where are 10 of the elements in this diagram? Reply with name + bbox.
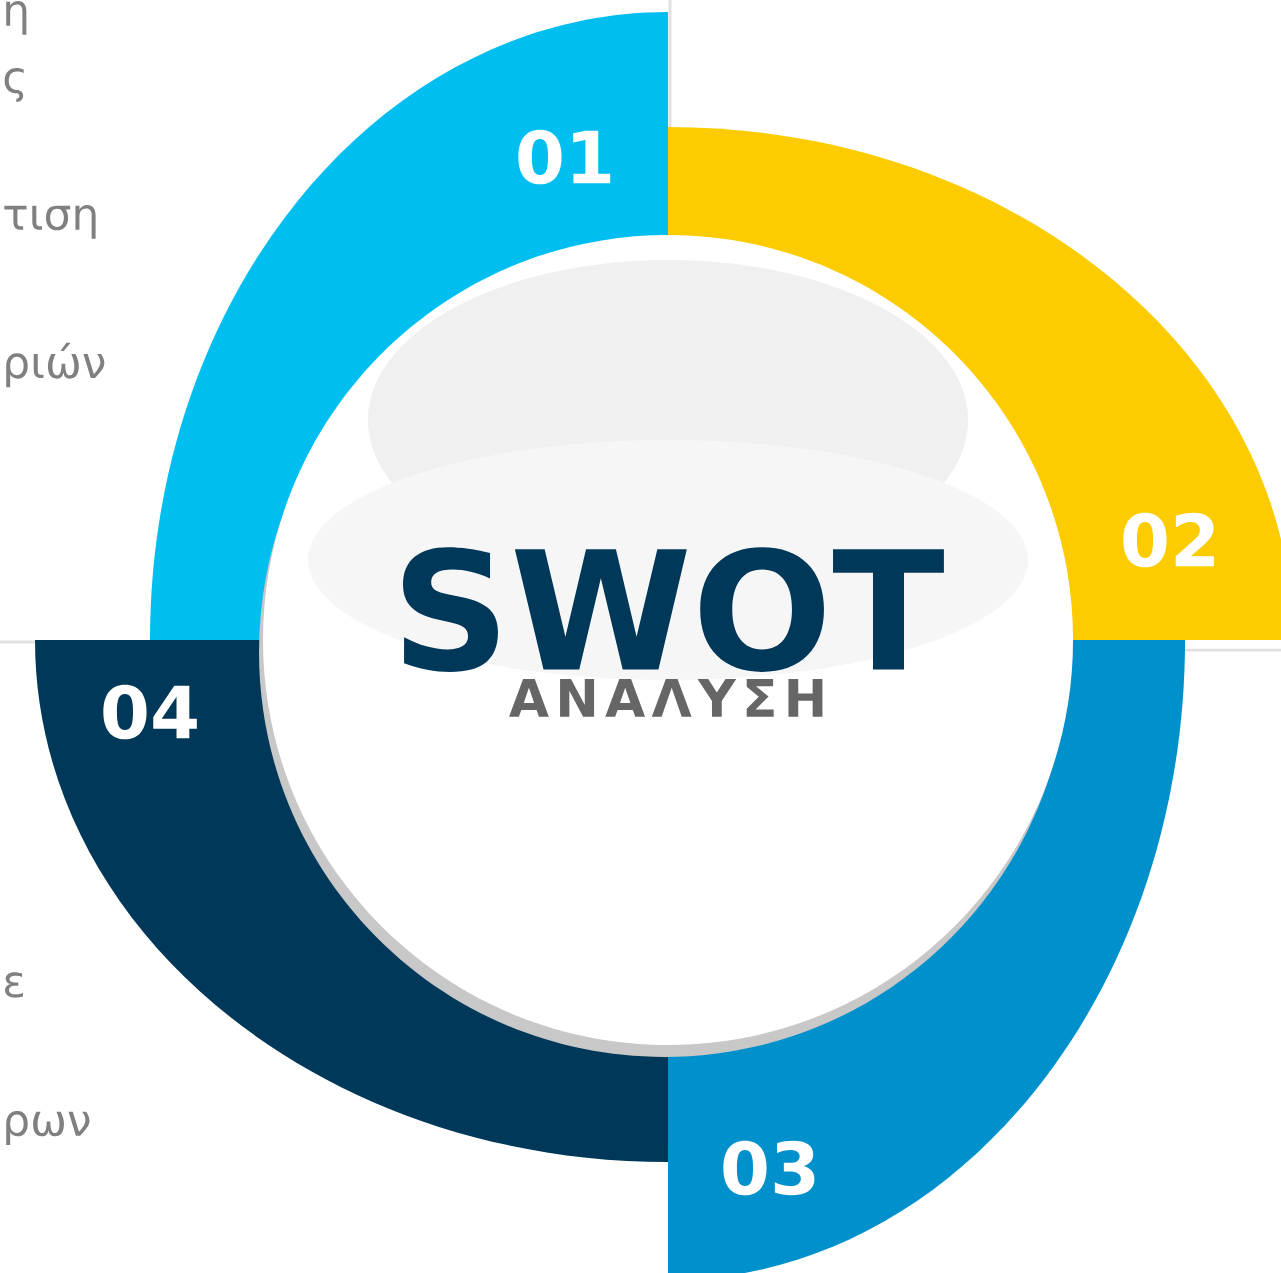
text-fragment: ριών — [6, 342, 105, 388]
text-fragment: ς — [4, 68, 24, 102]
segment-number: 02 — [1123, 512, 1214, 568]
text-fragment: ρων — [6, 1111, 90, 1145]
segment-number: 01 — [518, 129, 611, 185]
segment-number: 03 — [723, 1140, 815, 1196]
text-fragment: τιση — [4, 205, 96, 239]
text-fragment: η — [6, 1, 27, 35]
segment-number: 04 — [103, 684, 197, 740]
text-fragment: ε — [5, 972, 23, 998]
